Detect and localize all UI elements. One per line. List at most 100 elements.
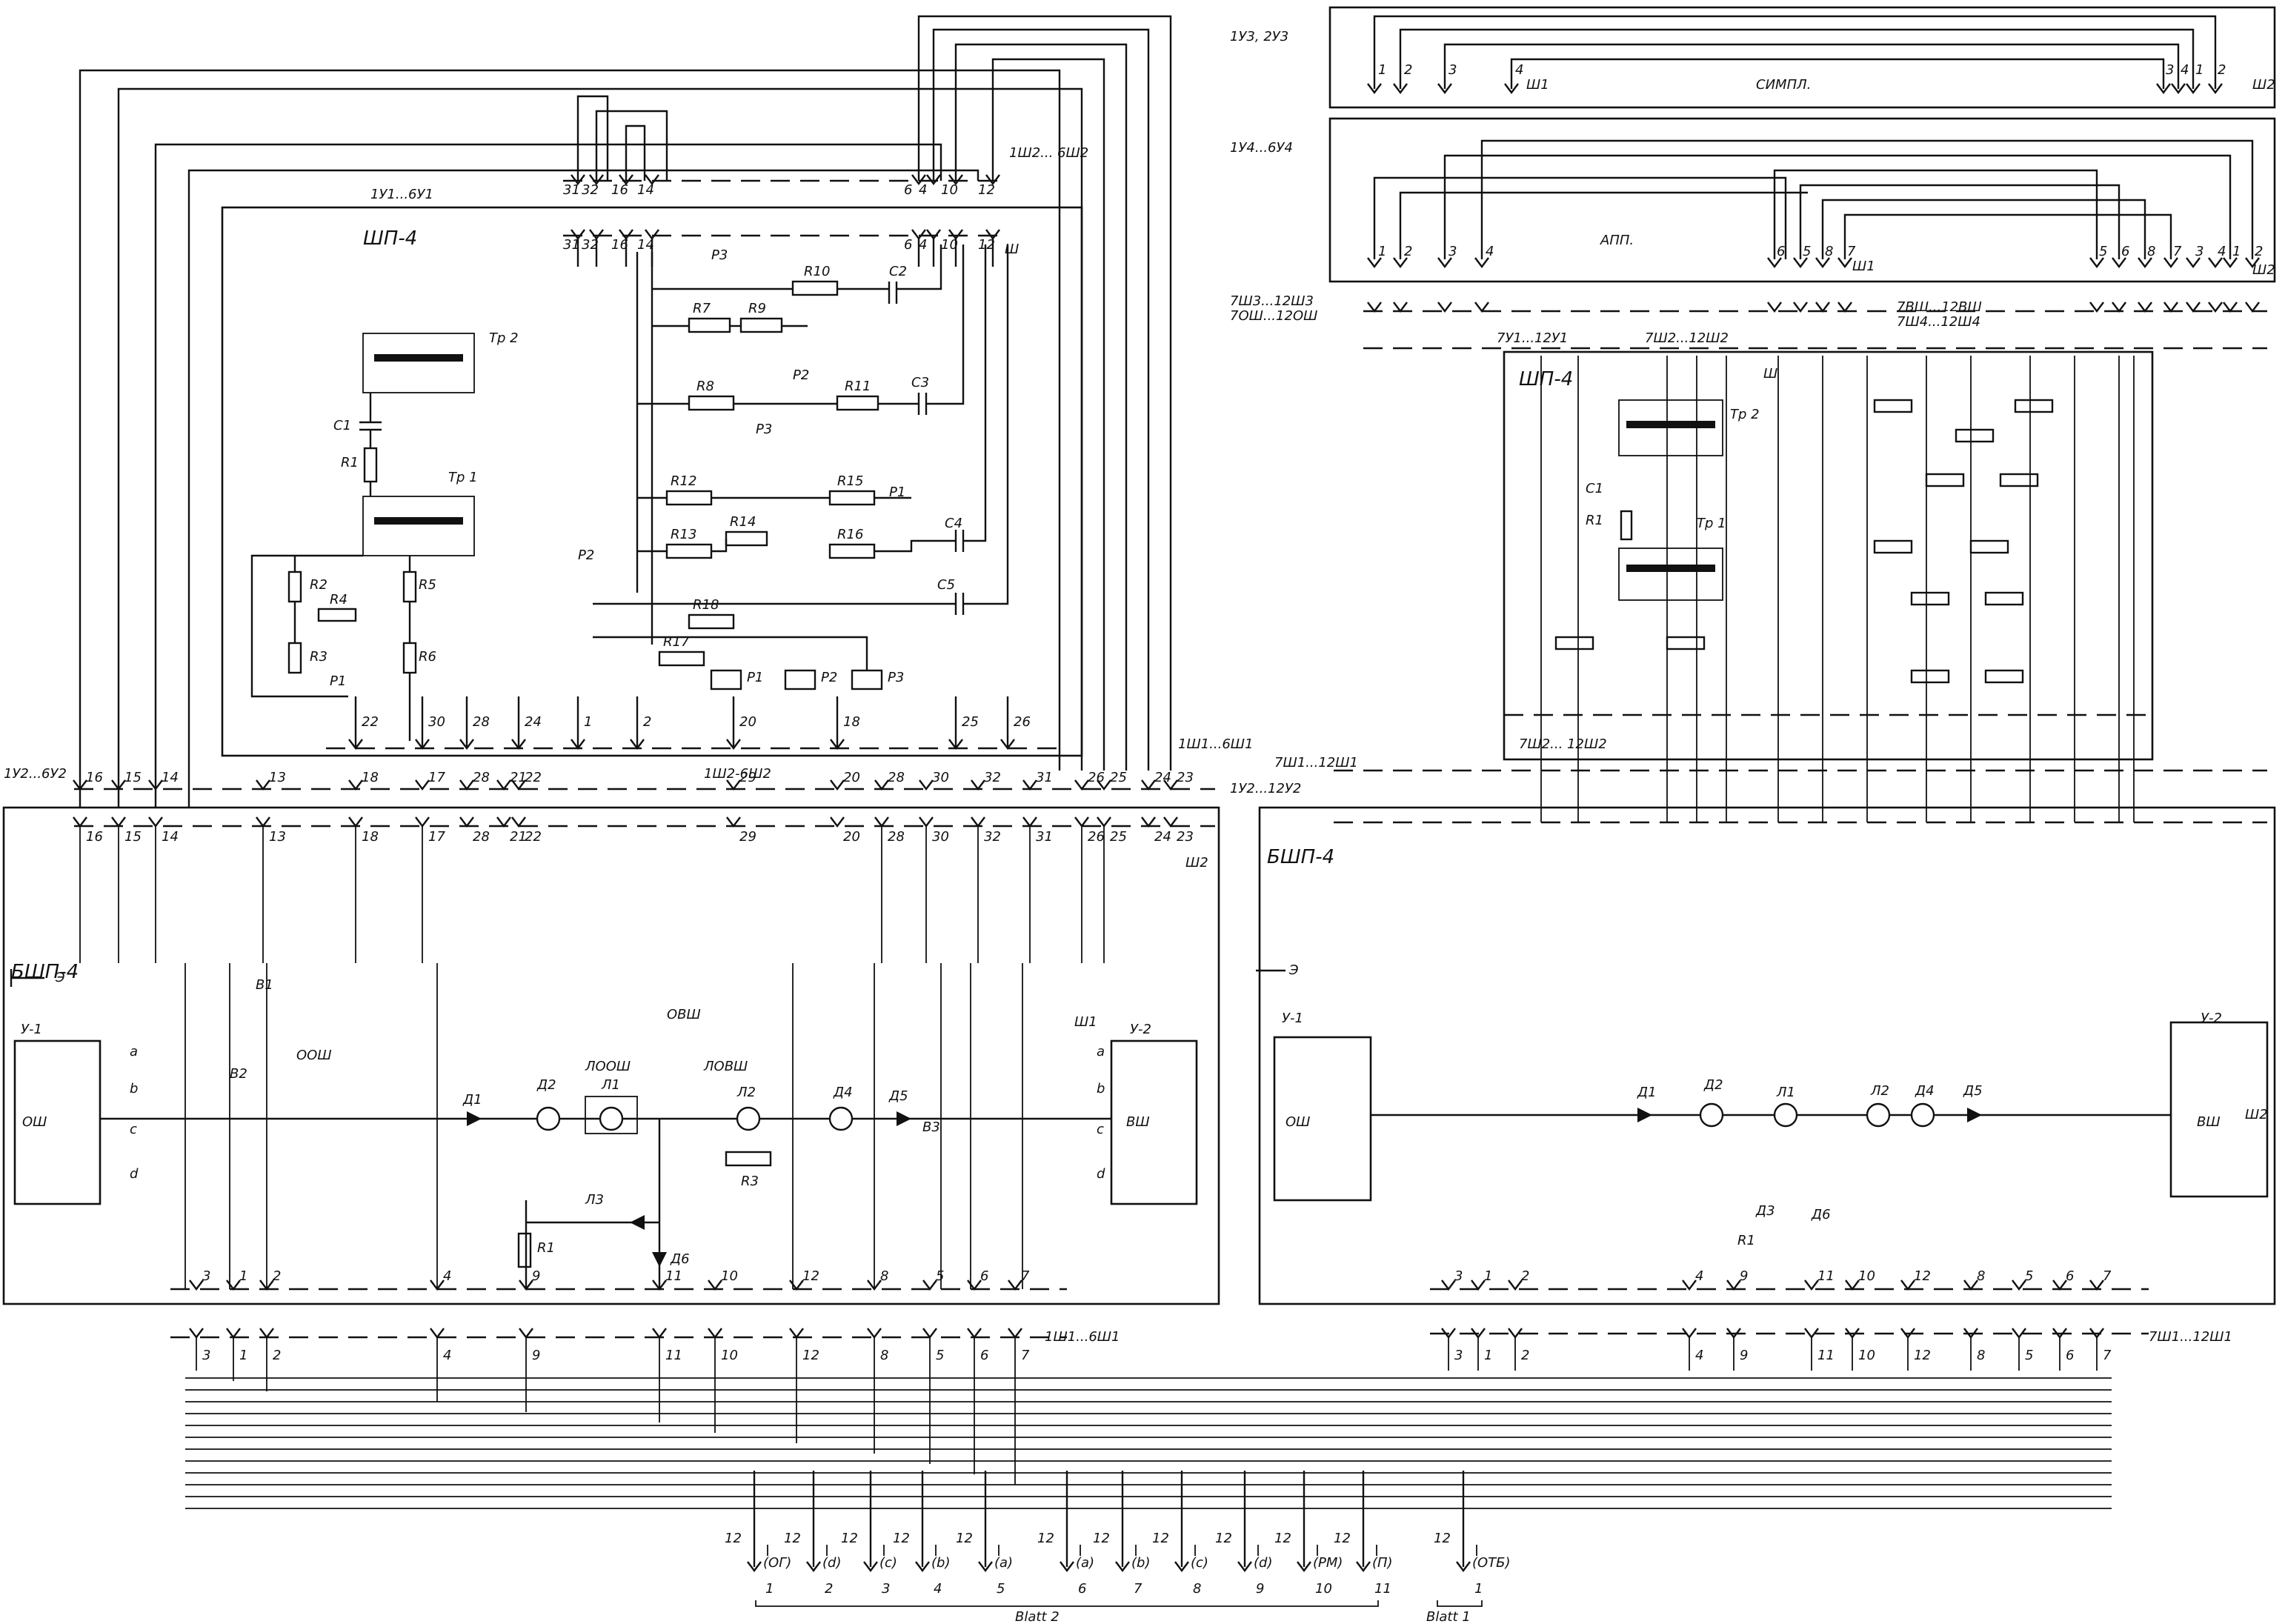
r10-label: R10 xyxy=(804,264,830,279)
c4-wire xyxy=(963,244,987,542)
app-pin: 4 xyxy=(1486,244,1494,259)
right-u1-box xyxy=(1273,1036,1372,1202)
r3-label: R3 xyxy=(310,649,327,665)
output-group: 1 xyxy=(1474,1581,1483,1597)
b3-label: B3 xyxy=(922,1119,940,1135)
r8-resistor xyxy=(688,395,735,411)
simpl-wire-3 xyxy=(1443,43,2180,89)
output-group: 2 xyxy=(825,1581,833,1597)
bottom-pin-arrow xyxy=(1845,1279,1860,1291)
r1-resistor xyxy=(363,447,378,483)
bus-pin-arrow xyxy=(874,816,889,828)
right-u2-box xyxy=(2169,1021,2269,1198)
bottom-pin-arrow xyxy=(1008,1279,1022,1291)
r4-resistor xyxy=(317,608,357,622)
bottom-pin-label: 3 xyxy=(1454,1268,1463,1284)
right-tr2-core xyxy=(1626,421,1715,428)
bus-pin-label: 28 xyxy=(888,829,905,845)
app-pin: 3 xyxy=(2195,244,2203,259)
top-pin-label: 16 xyxy=(611,237,628,253)
blatt2-brace xyxy=(755,1600,1379,1607)
r4-label: R4 xyxy=(330,592,347,608)
output-number: 12 xyxy=(956,1531,973,1546)
output-group: 4 xyxy=(934,1581,942,1597)
bottom-pin-label: 4 xyxy=(443,1348,451,1363)
right-simpl-frame xyxy=(1328,6,2276,109)
right-bshp4-frame xyxy=(1258,806,2276,1305)
bus-pin-arrow xyxy=(830,779,845,791)
app-pin: 2 xyxy=(2255,244,2263,259)
right-l1-label: Л1 xyxy=(1776,1085,1795,1100)
app-arrow xyxy=(2223,257,2238,268)
bottom-pin-label: 4 xyxy=(443,1268,451,1284)
r3-resistor xyxy=(287,642,302,674)
right-d2-label: Д2 xyxy=(1703,1077,1723,1093)
app-pin: 4 xyxy=(2218,244,2226,259)
u1-label: У-1 xyxy=(21,1022,42,1037)
r15-resistor xyxy=(828,490,876,506)
bottom-pin-arrow xyxy=(1682,1279,1697,1291)
bottom-pin-arrow xyxy=(652,1279,667,1291)
app-arrow xyxy=(1367,302,1382,313)
right-vsh-label: ВШ xyxy=(2197,1114,2221,1130)
right-resistor xyxy=(2014,399,2054,413)
top-pin-arrow xyxy=(645,174,659,185)
r2-resistor xyxy=(287,570,302,603)
r1-bsh-resistor xyxy=(517,1232,532,1268)
bus-pin-label: 28 xyxy=(473,829,490,845)
switch-letter: c xyxy=(1097,1122,1104,1137)
right-d1-label: Д1 xyxy=(1637,1085,1657,1100)
output-arrow xyxy=(1115,1561,1130,1572)
top-pin-label: 14 xyxy=(637,182,654,198)
simpl-pin: 2 xyxy=(1404,62,1412,78)
mid-pin-label: 25 xyxy=(962,714,979,730)
d4-label: Д4 xyxy=(833,1085,853,1100)
app-arrow xyxy=(1837,302,1852,313)
top-pin-label: 31 xyxy=(563,182,580,198)
r17-resistor xyxy=(658,650,705,667)
bus-pin-arrow xyxy=(459,816,474,828)
right-u1-range: 7У1...12У1 xyxy=(1497,330,1568,346)
tr1-core xyxy=(374,517,463,525)
bottom-pin-arrow xyxy=(708,1328,722,1339)
bottom-pin-label: 1 xyxy=(239,1348,247,1363)
top-pin-label: 10 xyxy=(941,182,958,198)
c4-label: C4 xyxy=(945,516,962,531)
bottom-pin-arrow xyxy=(2052,1279,2067,1291)
simpl-pin: 4 xyxy=(2181,62,2189,78)
app-pin: 7 xyxy=(1847,244,1856,259)
right-mid-range: 7Ш1...12Ш1 xyxy=(1274,755,1358,771)
output-group: 6 xyxy=(1078,1581,1086,1597)
top-pin-arrow xyxy=(911,174,926,185)
bus-pin-label: 23 xyxy=(1177,829,1194,845)
switch-letter: c xyxy=(130,1122,137,1137)
c2-label: C2 xyxy=(889,264,907,279)
tr2-box xyxy=(362,333,475,393)
r8-label: R8 xyxy=(696,379,714,394)
right-resistor xyxy=(1554,636,1594,650)
bottom-pin-label: 10 xyxy=(721,1268,738,1284)
right-e-label: Э xyxy=(1288,962,1299,978)
top-pin-label: 12 xyxy=(978,182,995,198)
bottom-pin-arrow xyxy=(189,1279,204,1291)
bus-pin-label: 16 xyxy=(86,770,103,785)
p2-top-label: P2 xyxy=(793,367,809,383)
app-arrow xyxy=(2223,302,2238,313)
bottom-pin-label: 12 xyxy=(1914,1268,1931,1284)
output-code: (c) xyxy=(1191,1555,1208,1571)
c5-wire xyxy=(963,244,1009,605)
r9-resistor xyxy=(739,317,783,333)
simpl-pin: 2 xyxy=(2218,62,2226,78)
left-top-ranges: 1У1...6У1 xyxy=(370,187,433,202)
bottom-pin-label: 3 xyxy=(1454,1348,1463,1363)
left-sh1-label: Ш1 xyxy=(1074,1014,1097,1030)
d2-label: Д2 xyxy=(536,1077,556,1093)
p3-mid-label: P3 xyxy=(756,422,772,437)
bus-pin-arrow xyxy=(919,779,934,791)
output-number: 12 xyxy=(784,1531,801,1546)
bottom-pin-label: 6 xyxy=(2066,1348,2074,1363)
r18-label: R18 xyxy=(693,597,719,613)
right-d3-label: Д3 xyxy=(1755,1203,1775,1219)
app-arrow xyxy=(1793,257,1808,268)
bus-pin-arrow xyxy=(726,816,741,828)
